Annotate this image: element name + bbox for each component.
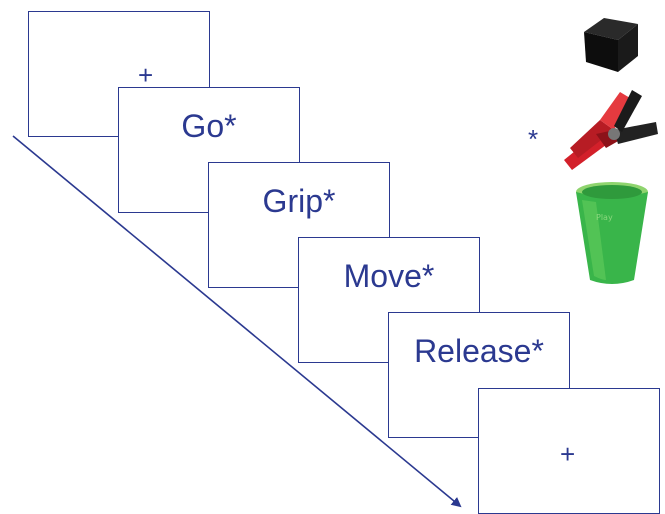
black-cube-icon (584, 18, 638, 72)
release-label: Release* (414, 333, 544, 369)
go-label: Go* (181, 108, 237, 144)
svg-text:Play: Play (596, 213, 613, 222)
red-clip-icon (564, 90, 658, 170)
fixation-cross: + (560, 439, 576, 469)
green-cup-icon: Play (576, 182, 648, 284)
grip-label: Grip* (262, 183, 336, 219)
move-label: Move* (343, 258, 435, 294)
fixation-cross: + (138, 60, 154, 90)
object-marker-asterisk: * (528, 124, 539, 154)
frame-fixation-end: + (478, 388, 660, 514)
